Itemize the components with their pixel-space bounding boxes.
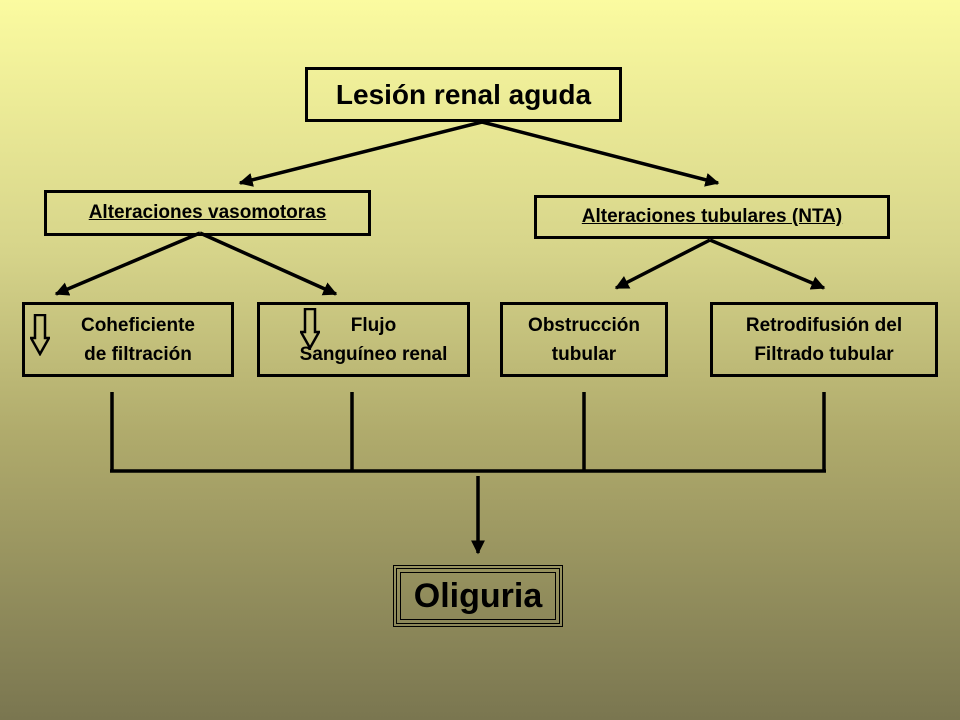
arrow-vasomotor-to-bloodflow	[199, 231, 338, 296]
result-label: Oliguria	[413, 576, 543, 615]
decrease-arrow-icon	[300, 308, 320, 350]
decrease-arrow-icon	[30, 314, 50, 356]
filtration-coefficient-node: Coheficiente de filtración	[22, 302, 234, 377]
tubular-node: Alteraciones tubulares (NTA)	[534, 195, 890, 239]
tubular-obstruction-node: Obstrucción tubular	[500, 302, 668, 377]
arrow-tubular-to-backleak	[709, 238, 826, 290]
filtrate-backleak-node: Retrodifusión del Filtrado tubular	[710, 302, 938, 377]
result-node: Oliguria	[393, 565, 563, 627]
filtrate-backleak-line-1: Retrodifusión del	[745, 314, 903, 336]
renal-blood-flow-line-2: Sanguíneo renal	[299, 343, 448, 365]
filtrate-backleak-line-2: Filtrado tubular	[754, 343, 894, 365]
renal-blood-flow-line-1: Flujo	[350, 314, 397, 336]
arrow-vasomotor-to-filtration	[54, 231, 201, 296]
arrow-root-to-tubular	[481, 120, 720, 187]
filtration-coefficient-label: Coheficiente de filtración	[61, 311, 195, 369]
renal-blood-flow-label: Flujo Sanguíneo renal	[280, 311, 448, 369]
tubular-label: Alteraciones tubulares (NTA)	[581, 206, 843, 227]
filtration-coefficient-line-1: Coheficiente	[80, 314, 196, 336]
renal-blood-flow-node: Flujo Sanguíneo renal	[257, 302, 470, 377]
filtration-coefficient-line-2: de filtración	[84, 343, 192, 365]
tubular-obstruction-line-1: Obstrucción	[528, 314, 640, 336]
arrow-tubular-to-obstruction	[614, 238, 711, 290]
root-label: Lesión renal aguda	[335, 78, 592, 110]
root-node: Lesión renal aguda	[305, 67, 622, 122]
arrow-root-to-vasomotor	[238, 120, 483, 187]
tubular-obstruction-line-2: tubular	[551, 343, 617, 365]
vasomotor-label: Alteraciones vasomotoras	[88, 202, 327, 223]
vasomotor-node: Alteraciones vasomotoras	[44, 190, 371, 236]
